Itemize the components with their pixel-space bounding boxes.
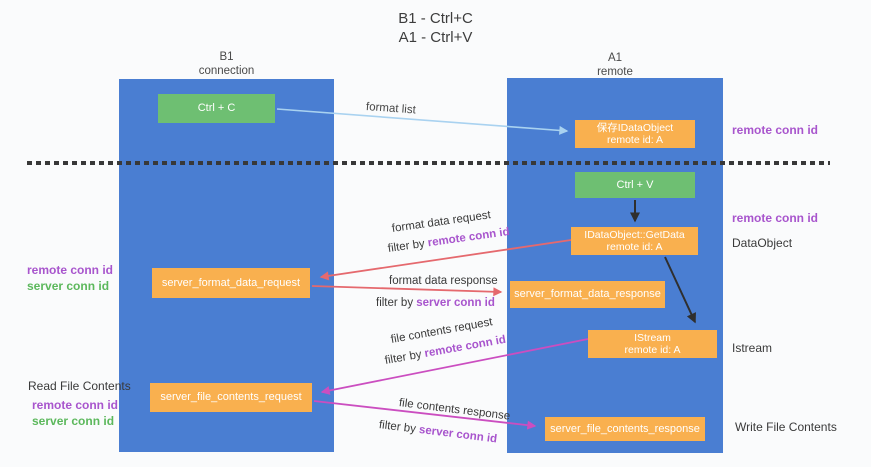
istream-line1: IStream <box>634 332 671 344</box>
left-server-conn-id-label-2: server conn id <box>32 414 115 428</box>
header-a1: A1 remote <box>507 51 723 79</box>
save-idataobject-line1: 保存IDataObject <box>596 122 674 134</box>
save-idataobject-line2: remote id: A <box>606 134 664 146</box>
write-file-contents-label: Write File Contents <box>735 420 837 434</box>
ctrl-v-box: Ctrl + V <box>575 172 695 198</box>
server-file-contents-response-box: server_file_contents_response <box>545 417 705 441</box>
save-idataobject-box: 保存IDataObject remote id: A <box>575 120 695 148</box>
filter-by-server-conn-id-label-1: filter by server conn id <box>376 297 495 309</box>
diagram-title-line1: B1 - Ctrl+C <box>398 10 473 27</box>
remote-conn-id-text: remote conn id <box>427 225 511 250</box>
server-conn-id-text: server conn id <box>416 297 495 309</box>
ctrl-v-label: Ctrl + V <box>616 178 654 191</box>
left-remote-conn-id-label-2: remote conn id <box>32 398 119 412</box>
data-object-label: DataObject <box>732 236 793 250</box>
getdata-line1: IDataObject::GetData <box>584 229 685 241</box>
server-file-contents-request-box: server_file_contents_request <box>150 383 312 412</box>
server-format-data-response-box: server_format_data_response <box>510 281 665 308</box>
header-b1-role: connection <box>198 65 255 77</box>
server-file-contents-request-label: server_file_contents_request <box>160 391 302 403</box>
ctrl-c-box: Ctrl + C <box>158 94 275 123</box>
diagram-title: B1 - Ctrl+C A1 - Ctrl+V <box>0 9 871 47</box>
right-remote-conn-id-label-2: remote conn id <box>732 211 819 225</box>
ctrl-c-label: Ctrl + C <box>197 102 236 114</box>
right-remote-conn-id-label-1: remote conn id <box>732 123 819 137</box>
left-server-conn-id-label-1: server conn id <box>27 279 110 293</box>
header-a1-name: A1 <box>607 52 623 64</box>
server-format-data-request-box: server_format_data_request <box>152 268 310 298</box>
header-a1-role: remote <box>597 66 633 78</box>
getdata-line2: remote id: A <box>606 241 663 253</box>
left-remote-conn-id-label-1: remote conn id <box>27 263 114 277</box>
format-data-response-label: format data response <box>389 275 498 287</box>
filter-by-server-conn-id-label-2: filter by server conn id <box>378 419 498 446</box>
format-list-label: format list <box>365 101 417 117</box>
server-conn-id-text: server conn id <box>418 423 498 446</box>
istream-box: IStream remote id: A <box>588 330 717 358</box>
istream-side-label: Istream <box>732 341 773 355</box>
header-b1-name: B1 <box>219 51 234 63</box>
getdata-box: IDataObject::GetData remote id: A <box>571 227 698 255</box>
server-format-data-request-label: server_format_data_request <box>161 276 301 289</box>
clipboard-boundary-dashed-line <box>27 161 830 165</box>
read-file-contents-label: Read File Contents <box>28 379 131 393</box>
header-b1: B1 connection <box>119 50 334 78</box>
diagram-title-line2: A1 - Ctrl+V <box>398 29 473 46</box>
file-contents-response-label: file contents response <box>398 397 511 423</box>
server-file-contents-response-label: server_file_contents_response <box>550 422 700 435</box>
istream-line2: remote id: A <box>624 344 681 356</box>
server-format-data-response-label: server_format_data_response <box>514 288 661 300</box>
